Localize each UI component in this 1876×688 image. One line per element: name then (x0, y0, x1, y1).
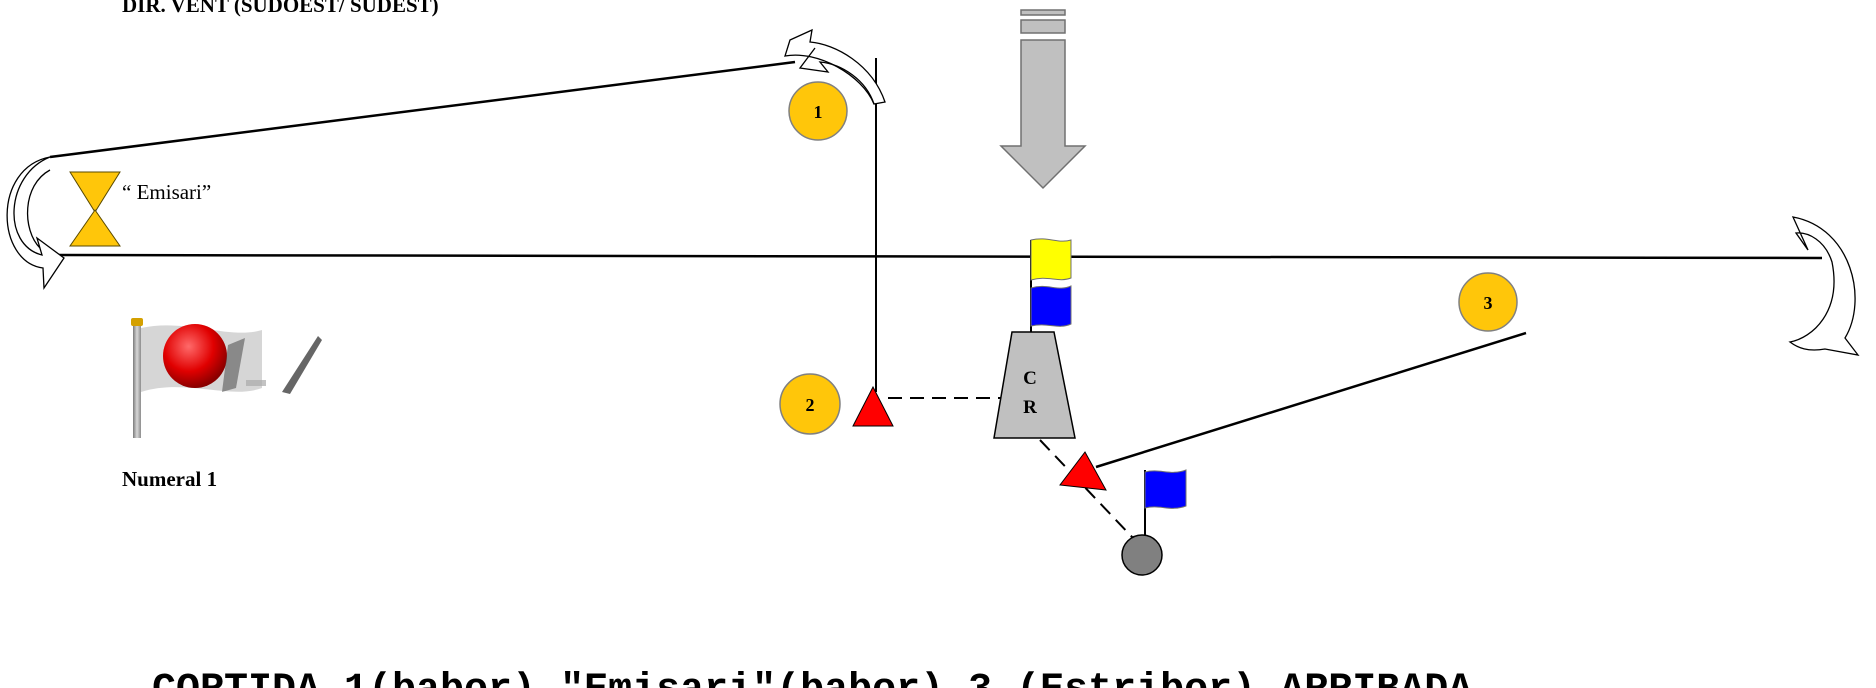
red-triangle-mark-left (852, 385, 894, 427)
finish-buoy (1121, 469, 1187, 576)
mark-3-number: 3 (1484, 293, 1493, 313)
committee-label-c: C (1023, 368, 1037, 389)
leg-line-from-mark-3 (1095, 331, 1527, 469)
mark-1: 1 (788, 81, 848, 141)
emissary-label: “ Emisari” (122, 180, 211, 204)
committee-flags (1030, 238, 1072, 332)
wind-arrow (999, 9, 1087, 190)
dashed-line-to-buoy (1039, 439, 1134, 539)
route-description: CORTIDA 1(babor) "Emisari"(babor) 3 (Est… (152, 668, 1472, 688)
committee-label-r: R (1023, 397, 1037, 418)
mark-1-number: 1 (814, 102, 823, 122)
numeral-flag-caption: Numeral 1 (122, 467, 217, 491)
mark-2-number: 2 (806, 395, 815, 415)
numeral-1-flag-icon (131, 318, 322, 438)
yellow-flag-icon (1030, 238, 1072, 281)
rounding-arrow-mark-3 (1788, 216, 1860, 356)
mark-3: 3 (1458, 272, 1518, 332)
rounding-arrow-left (6, 156, 65, 290)
start-finish-line (57, 253, 1823, 260)
buoy-blue-flag-icon (1144, 469, 1187, 509)
committee-boat: C R (993, 331, 1076, 439)
leg-line-to-mark-1 (49, 60, 796, 159)
course-lines (49, 58, 1823, 539)
wind-direction-label: DIR. VENT (SUDOEST/ SUDEST) (122, 0, 439, 17)
rounding-arrow-mark-1 (784, 28, 886, 105)
red-triangle-mark-right (1059, 451, 1107, 491)
emissary-mark-icon (69, 171, 121, 247)
blue-flag-icon (1030, 285, 1072, 327)
mark-2: 2 (779, 373, 841, 435)
